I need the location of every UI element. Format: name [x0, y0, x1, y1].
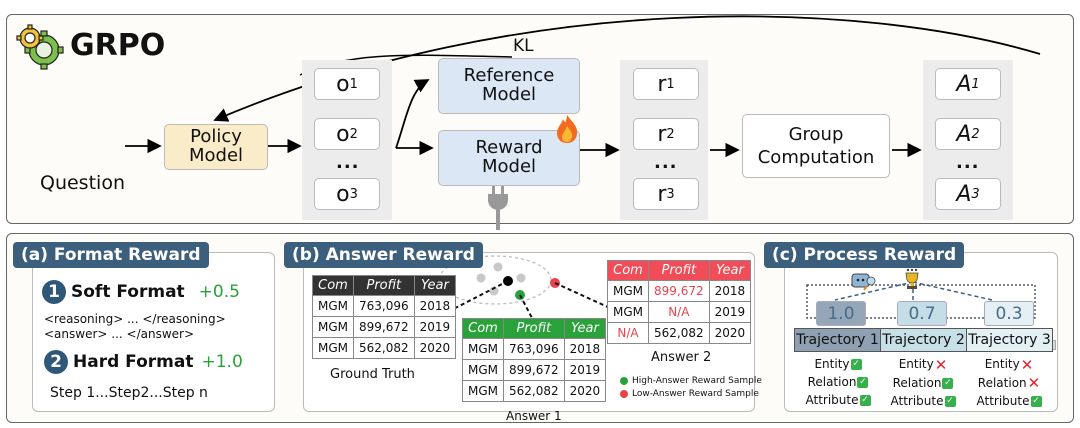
legend-low: Low-Answer Reward Sample	[620, 389, 759, 399]
format-reward-box	[32, 252, 275, 412]
number-badge-2: 2	[44, 350, 68, 374]
grpo-connectors	[125, 15, 1041, 158]
criterion-attribute: Attribute✓	[890, 393, 956, 408]
sample-cluster	[427, 255, 611, 323]
cross-icon: ✕	[1020, 355, 1034, 374]
criterion-entity: Entity✕	[898, 355, 948, 374]
score-trajectory-2: 0.7	[897, 301, 947, 326]
soft-format-line-1: <reasoning> ... </reasoning>	[44, 312, 226, 326]
criteria-trajectory-1: Entity✓ Relation✓ Attribute✓	[793, 355, 883, 409]
kl-label: KL	[513, 36, 534, 56]
process-reward-tag: (c) Process Reward	[764, 242, 965, 268]
to-reference-arrow	[395, 79, 430, 149]
outputs-ellipsis: ...	[336, 152, 360, 173]
gear-icon	[16, 24, 64, 70]
criterion-relation: Relation✓	[892, 375, 954, 390]
criterion-entity: Entity✕	[984, 355, 1034, 374]
criterion-relation: Relation✕	[977, 374, 1041, 392]
question-label: Question	[40, 172, 125, 194]
grpo-panel	[6, 14, 1074, 224]
trajectory-2: Trajectory 2	[880, 328, 967, 352]
legend-high: High-Answer Reward Sample	[620, 376, 762, 386]
soft-format-bonus: +0.5	[198, 282, 240, 302]
answer-reward-tag: (b) Answer Reward	[284, 242, 483, 268]
soft-format-line-2: <answer> ... </answer>	[44, 327, 195, 341]
criterion-attribute: Attribute✓	[976, 394, 1042, 408]
criterion-entity: Entity✓	[814, 357, 862, 371]
plug-icon	[488, 186, 508, 230]
cross-icon: ✕	[934, 355, 948, 374]
cross-icon: ✕	[1027, 374, 1041, 392]
criterion-relation: Relation✓	[807, 375, 869, 389]
check-icon: ✓	[1030, 396, 1042, 407]
check-icon: ✓	[850, 359, 862, 370]
rewards-ellipsis: ...	[654, 152, 678, 173]
check-icon: ✓	[857, 377, 869, 388]
check-icon: ✓	[944, 395, 956, 407]
green-dot-icon	[620, 377, 628, 385]
trophy-icon	[905, 268, 919, 289]
trajectory-3: Trajectory 3	[966, 328, 1053, 352]
soft-format-item: 1 Soft Format +0.5	[42, 280, 240, 304]
score-trajectory-1: 1.0	[816, 301, 866, 326]
number-badge-1: 1	[42, 280, 66, 304]
criterion-attribute: Attribute✓	[805, 393, 871, 407]
advantages-ellipsis: ...	[956, 152, 980, 173]
hard-format-bonus: +1.0	[201, 352, 243, 372]
ground-truth-caption: Ground Truth	[330, 367, 415, 382]
criteria-trajectory-3: Entity✕Relation✕ Attribute✓	[964, 355, 1054, 410]
red-dot-icon	[620, 390, 628, 398]
trajectory-1: Trajectory 1	[794, 328, 881, 352]
hard-format-line: Step 1...Step2...Step n	[50, 385, 208, 401]
grpo-title: GRPO	[70, 28, 166, 63]
fire-icon	[557, 115, 578, 143]
hard-format-item: 2 Hard Format +1.0	[44, 350, 243, 374]
score-trajectory-3: 0.3	[984, 301, 1034, 326]
check-icon: ✓	[942, 377, 954, 389]
format-reward-tag: (a) Format Reward	[13, 242, 209, 268]
answer2-caption: Answer 2	[651, 350, 712, 365]
check-icon: ✓	[859, 395, 871, 406]
answer1-caption: Answer 1	[506, 409, 562, 423]
criteria-trajectory-2: Entity✕Relation✓ Attribute✓	[878, 355, 968, 410]
robot-icon	[851, 273, 876, 291]
